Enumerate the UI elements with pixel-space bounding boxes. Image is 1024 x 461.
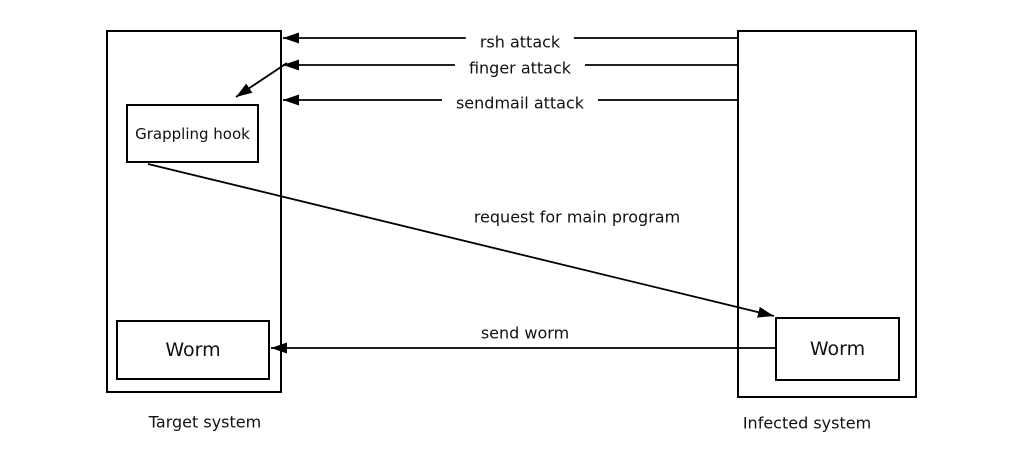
arrow-finger-branch-to-grappling-hook <box>235 62 288 98</box>
arrow-label-request-main-program: request for main program <box>473 207 681 227</box>
worm-box-infected: Worm <box>775 317 900 381</box>
infected-system-label: Infected system <box>742 413 872 433</box>
arrow-label-rsh-attack: rsh attack <box>465 32 575 52</box>
worm-box-target: Worm <box>116 320 270 380</box>
arrow-label-finger-attack: finger attack <box>454 58 586 78</box>
arrow-request-main-program <box>147 163 775 318</box>
target-system-box <box>106 30 282 393</box>
worm-label-target: Worm <box>165 339 221 361</box>
infected-system-box <box>737 30 917 398</box>
grappling-hook-label: Grappling hook <box>135 124 250 143</box>
arrow-label-sendmail-attack: sendmail attack <box>441 93 599 113</box>
arrow-label-send-worm: send worm <box>480 323 570 343</box>
target-system-label: Target system <box>148 412 262 432</box>
worm-label-infected: Worm <box>809 338 866 360</box>
grappling-hook-box: Grappling hook <box>126 104 259 163</box>
